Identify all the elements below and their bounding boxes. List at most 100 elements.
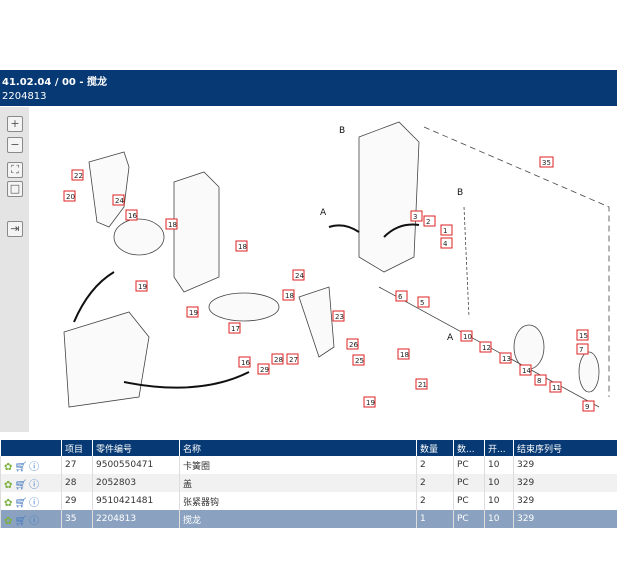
callout-number[interactable]: 2	[426, 218, 430, 226]
callout-box[interactable]	[539, 156, 554, 168]
callout-26[interactable]: 26	[346, 338, 359, 350]
callout-2[interactable]: 2	[423, 215, 436, 227]
callout-24[interactable]: 24	[112, 194, 125, 206]
col-part[interactable]: 零件编号	[92, 440, 180, 456]
callout-box[interactable]	[135, 280, 148, 292]
gear-icon[interactable]: ✿	[4, 479, 13, 491]
callout-number[interactable]: 18	[285, 292, 294, 300]
callout-box[interactable]	[292, 269, 305, 281]
callout-5[interactable]: 5	[417, 296, 430, 308]
callout-number[interactable]: 4	[443, 240, 448, 248]
callout-15[interactable]: 15	[576, 329, 589, 341]
callout-box[interactable]	[165, 218, 178, 230]
callout-number[interactable]: 18	[168, 221, 177, 229]
callout-4[interactable]: 4	[440, 237, 453, 249]
callout-number[interactable]: 20	[66, 193, 75, 201]
callout-18[interactable]: 18	[397, 348, 410, 360]
callout-number[interactable]: 1	[443, 227, 447, 235]
callout-box[interactable]	[397, 348, 410, 360]
callout-box[interactable]	[534, 374, 547, 386]
callout-19[interactable]: 19	[363, 396, 376, 408]
gear-icon[interactable]: ✿	[4, 497, 13, 509]
callout-box[interactable]	[286, 353, 299, 365]
callout-22[interactable]: 22	[71, 169, 84, 181]
callout-18[interactable]: 18	[282, 289, 295, 301]
callout-number[interactable]: 16	[241, 359, 250, 367]
callout-number[interactable]: 10	[463, 333, 472, 341]
callout-number[interactable]: 26	[349, 341, 358, 349]
callout-14[interactable]: 14	[519, 364, 532, 376]
callout-25[interactable]: 25	[352, 354, 365, 366]
callout-19[interactable]: 19	[135, 280, 148, 292]
callout-box[interactable]	[235, 240, 248, 252]
callout-7[interactable]: 7	[576, 343, 589, 355]
callout-19[interactable]: 19	[186, 306, 199, 318]
callout-number[interactable]: 12	[482, 344, 491, 352]
callout-number[interactable]: 8	[537, 377, 541, 385]
callout-box[interactable]	[576, 329, 589, 341]
callout-box[interactable]	[238, 356, 251, 368]
cart-icon[interactable]: 🛒︎	[14, 479, 28, 491]
callout-number[interactable]: 16	[128, 212, 137, 220]
callout-number[interactable]: 24	[115, 197, 124, 205]
callout-box[interactable]	[346, 338, 359, 350]
callout-number[interactable]: 19	[189, 309, 198, 317]
callout-box[interactable]	[440, 224, 453, 236]
callout-16[interactable]: 16	[125, 209, 138, 221]
callout-28[interactable]: 28	[271, 353, 284, 365]
callout-number[interactable]: 29	[260, 366, 269, 374]
col-qty[interactable]: 数量	[416, 440, 454, 456]
callout-box[interactable]	[549, 381, 562, 393]
callout-number[interactable]: 7	[579, 346, 583, 354]
callout-8[interactable]: 8	[534, 374, 547, 386]
callout-1[interactable]: 1	[440, 224, 453, 236]
cart-icon[interactable]: 🛒︎	[14, 497, 28, 509]
callout-box[interactable]	[440, 237, 453, 249]
callout-number[interactable]: 13	[502, 355, 511, 363]
callout-21[interactable]: 21	[415, 378, 428, 390]
callout-box[interactable]	[186, 306, 199, 318]
callout-box[interactable]	[363, 396, 376, 408]
callout-18[interactable]: 18	[235, 240, 248, 252]
callout-number[interactable]: 21	[418, 381, 427, 389]
callout-number[interactable]: 3	[413, 213, 417, 221]
fit-view-button[interactable]: ⛶	[7, 162, 23, 178]
callout-box[interactable]	[71, 169, 84, 181]
col-unit[interactable]: 数...	[453, 440, 485, 456]
callout-13[interactable]: 13	[499, 352, 512, 364]
callout-box[interactable]	[410, 210, 423, 222]
callout-box[interactable]	[257, 363, 270, 375]
reset-view-button[interactable]: □	[7, 181, 23, 197]
info-icon[interactable]: ⓘ	[29, 461, 40, 473]
col-start[interactable]: 开...	[484, 440, 514, 456]
zoom-in-button[interactable]: +	[7, 116, 23, 132]
callout-box[interactable]	[271, 353, 284, 365]
callout-11[interactable]: 11	[549, 381, 562, 393]
col-item[interactable]: 项目	[61, 440, 93, 456]
callout-20[interactable]: 20	[63, 190, 76, 202]
callout-6[interactable]: 6	[395, 290, 408, 302]
callout-box[interactable]	[582, 400, 595, 412]
callout-box[interactable]	[125, 209, 138, 221]
callout-box[interactable]	[282, 289, 295, 301]
callout-number[interactable]: 11	[552, 384, 561, 392]
callout-16[interactable]: 16	[238, 356, 251, 368]
callout-box[interactable]	[519, 364, 532, 376]
callout-box[interactable]	[479, 341, 492, 353]
callout-box[interactable]	[417, 296, 430, 308]
callout-number[interactable]: 6	[398, 293, 403, 301]
callout-number[interactable]: 9	[585, 403, 589, 411]
cart-icon[interactable]: 🛒︎	[14, 515, 28, 527]
info-icon[interactable]: ⓘ	[29, 515, 40, 527]
callout-box[interactable]	[423, 215, 436, 227]
gear-icon[interactable]: ✿	[4, 461, 13, 473]
gear-icon[interactable]: ✿	[4, 515, 13, 527]
callout-box[interactable]	[395, 290, 408, 302]
export-button[interactable]: ⇥	[7, 221, 23, 237]
callout-29[interactable]: 29	[257, 363, 270, 375]
callout-box[interactable]	[415, 378, 428, 390]
